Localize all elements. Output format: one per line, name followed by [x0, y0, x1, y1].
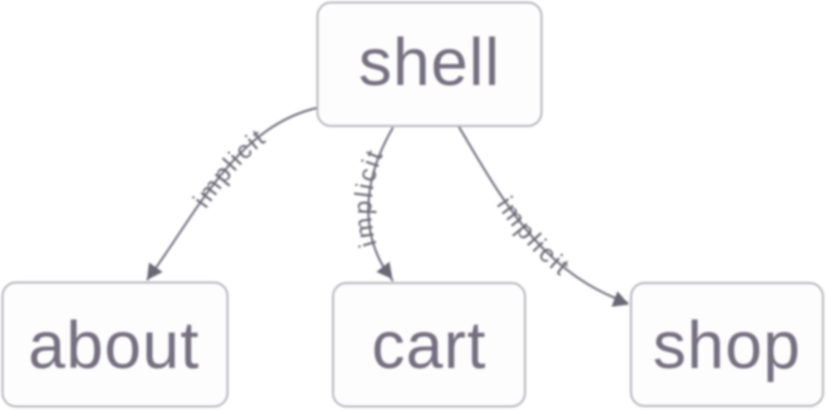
svg-text:implicit: implicit [491, 192, 576, 282]
svg-text:shell: shell [359, 26, 501, 100]
svg-text:shop: shop [653, 309, 801, 383]
svg-text:implicit: implicit [188, 123, 272, 213]
svg-text:about: about [28, 309, 199, 383]
svg-text:implicit: implicit [349, 144, 389, 250]
svg-text:cart: cart [372, 309, 487, 383]
